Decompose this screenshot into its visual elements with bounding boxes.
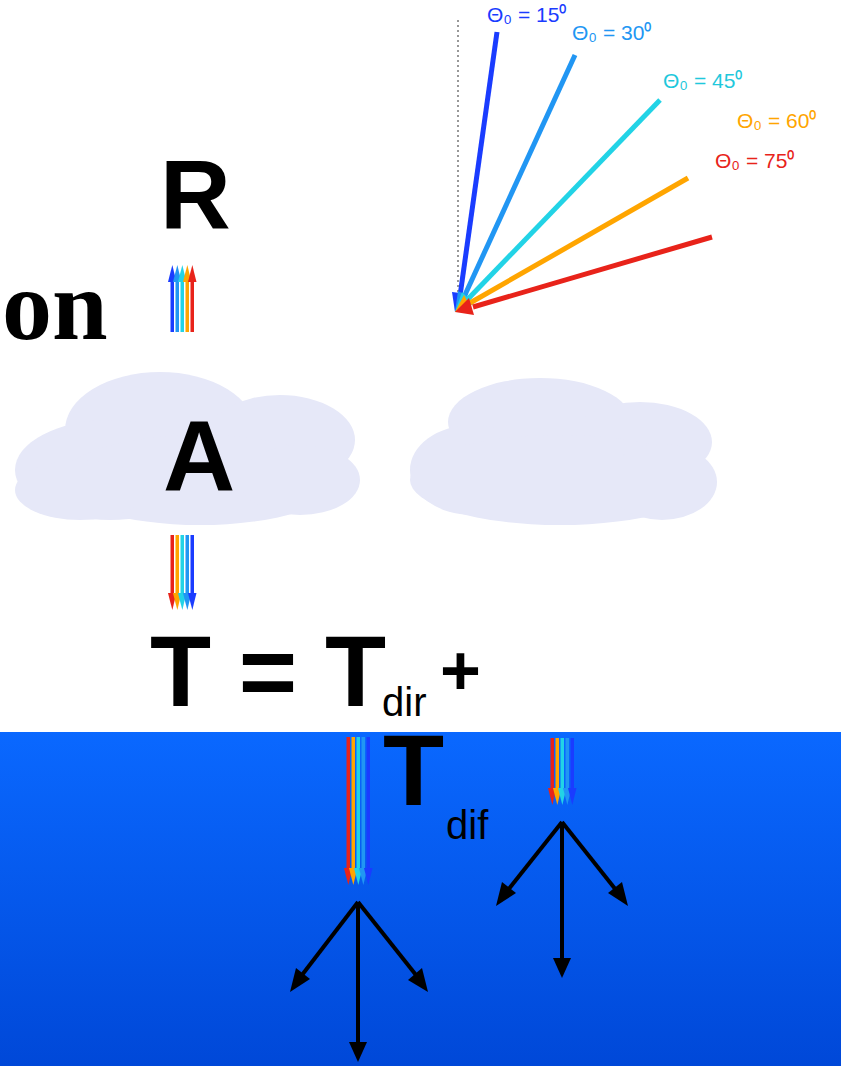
angle-label: Θ₀ = 45⁰: [663, 70, 742, 91]
diffuse-arrows: [548, 738, 577, 805]
scatter-arrows: [290, 822, 628, 1062]
transmitted-arrows: [168, 535, 197, 610]
partial-heading: on: [2, 256, 108, 356]
equation-label: T = T: [150, 621, 386, 721]
zenith-line: [457, 20, 459, 305]
angle-label: Θ₀ = 15⁰: [487, 4, 566, 25]
cloud-node: A: [15, 370, 360, 530]
cloud-label: A: [163, 406, 235, 506]
cloud: [410, 378, 717, 525]
angle-label: Θ₀ = 75⁰: [715, 150, 794, 171]
angle-label: Θ₀ = 60⁰: [737, 110, 816, 131]
reflected-arrows: [168, 265, 197, 332]
subscript-label: dir: [382, 682, 426, 722]
symbol-label: T: [383, 720, 444, 820]
symbol-label: R: [160, 146, 231, 244]
angle-label: Θ₀ = 30⁰: [572, 22, 651, 43]
direct-arrows: [344, 737, 373, 885]
operator-label: +: [440, 636, 481, 706]
subscript-label: dif: [446, 805, 488, 845]
